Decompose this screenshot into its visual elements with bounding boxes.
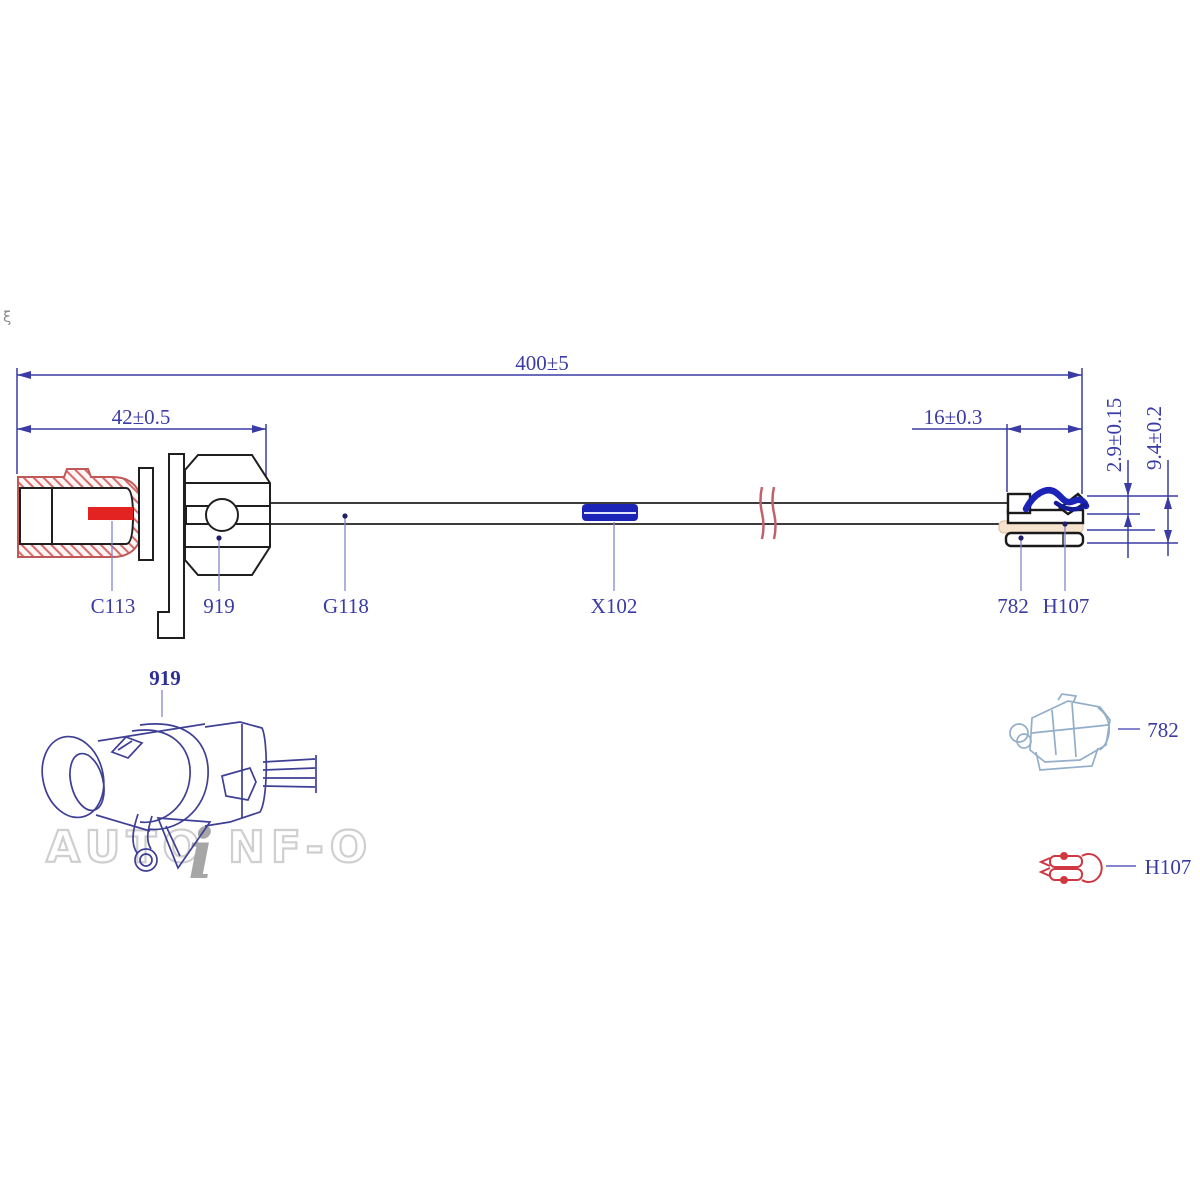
dim-end-height-outer: 9.4±0.2 <box>1142 406 1166 470</box>
watermark-left: AUTO <box>46 822 206 873</box>
dim-end-length: 16±0.3 <box>924 405 983 429</box>
sensor-wire-loop-fold <box>1053 500 1088 512</box>
dim-connector-length: 42±0.5 <box>112 405 171 429</box>
watermark-right: NF-O <box>228 822 373 873</box>
callout-h107-label: H107 <box>1043 594 1090 618</box>
plug-terminal-red-bar <box>88 507 133 520</box>
x102-sleeve <box>582 504 638 521</box>
arrow-2-9-top <box>1124 483 1132 496</box>
detail-782-label: 782 <box>1147 718 1179 742</box>
leader-dots <box>216 513 1068 541</box>
arrow-16-right <box>1068 425 1082 433</box>
bracket-plate-front <box>138 467 154 561</box>
callout-layer: C113 919 G118 X102 782 H107 <box>91 513 1090 618</box>
callout-782-label: 782 <box>997 594 1029 618</box>
clip-782-detail: 782 <box>1009 693 1179 771</box>
arrow-overall-right <box>1068 371 1082 379</box>
callout-g118-label: G118 <box>323 594 369 618</box>
break-marks <box>759 486 777 540</box>
detail-919-label: 919 <box>149 666 181 690</box>
sensor-side-view <box>17 453 1090 639</box>
sensor-wire-loop <box>1022 487 1090 513</box>
dim-overall-length: 400±5 <box>515 351 569 375</box>
callout-c113-label: C113 <box>91 594 136 618</box>
cable <box>270 502 1010 525</box>
arrow-9-4-bottom <box>1164 530 1172 543</box>
grommet-3d-detail: 919 <box>41 666 317 872</box>
arrow-9-4-top <box>1164 496 1172 509</box>
clip-782-drawing <box>1009 693 1111 771</box>
end-connector <box>998 487 1090 548</box>
contact-h107-detail: H107 <box>1038 852 1192 884</box>
leader-lines <box>111 516 1066 591</box>
arrow-42-left <box>17 425 31 433</box>
bracket-plate-rear <box>157 453 185 639</box>
arrow-overall-left <box>17 371 31 379</box>
grommet-hex <box>184 454 271 576</box>
watermark: AUTO i NF-O <box>45 815 373 895</box>
callout-919-label: 919 <box>203 594 235 618</box>
arrow-42-right <box>252 425 266 433</box>
end-bottom-strip <box>1004 531 1085 548</box>
dimension-arrows <box>17 371 1172 543</box>
callout-x102-label: X102 <box>591 594 638 618</box>
corner-mark: ξ <box>3 308 11 326</box>
arrow-16-left <box>1007 425 1021 433</box>
grommet-3d-drawing <box>41 721 317 872</box>
dim-end-height-inner: 2.9±0.15 <box>1102 398 1126 473</box>
detail-h107-label: H107 <box>1145 855 1192 879</box>
watermark-i: i <box>188 815 214 895</box>
arrow-2-9-bottom <box>1124 514 1132 527</box>
contact-h107-drawing <box>1038 852 1103 884</box>
